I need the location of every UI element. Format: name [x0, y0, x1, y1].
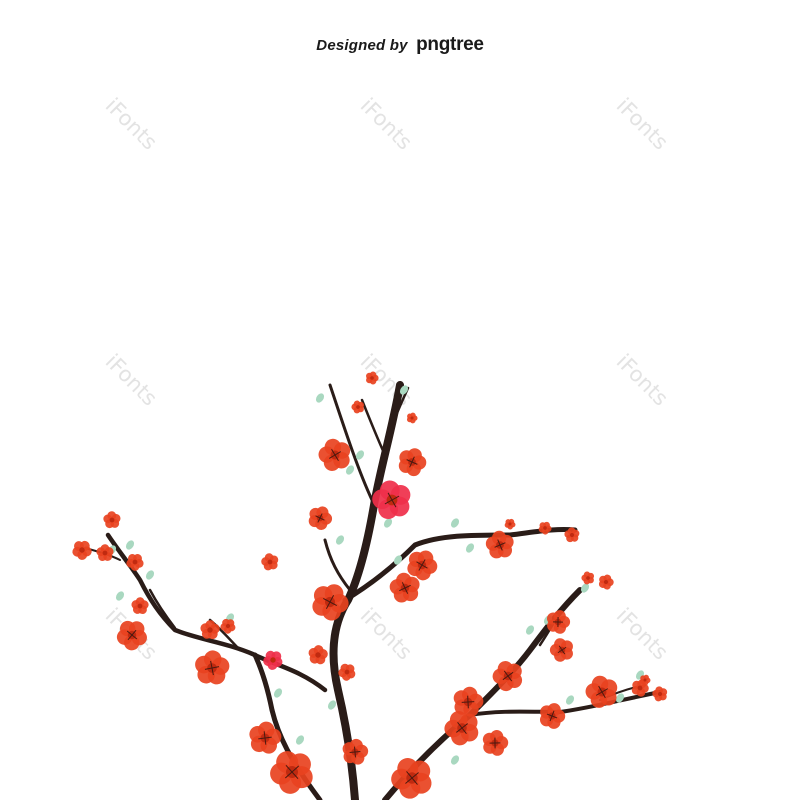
blossom — [406, 412, 418, 424]
bud — [450, 518, 460, 528]
blossom — [308, 645, 328, 665]
bud — [465, 543, 475, 553]
bud — [295, 735, 305, 745]
blossom — [598, 574, 614, 590]
bud — [335, 535, 345, 545]
bud — [450, 755, 460, 765]
blossom — [391, 758, 432, 799]
bud — [399, 385, 409, 395]
blossom — [318, 438, 351, 471]
blossom — [546, 610, 571, 634]
credit-prefix: Designed by — [316, 37, 408, 54]
blossom — [652, 686, 668, 702]
blossoms — [72, 371, 668, 799]
buds — [107, 385, 645, 765]
bud — [393, 555, 403, 565]
blossom — [342, 738, 369, 765]
blossom — [398, 448, 427, 477]
bud — [327, 700, 337, 710]
bud — [145, 570, 155, 580]
credit-brand-logo: pngtree — [416, 34, 484, 55]
blossom — [549, 638, 573, 662]
blossom — [444, 711, 479, 746]
blossom — [96, 544, 114, 562]
blossom — [72, 540, 92, 560]
bud — [315, 393, 325, 403]
blossom — [200, 620, 220, 640]
branch — [468, 690, 662, 717]
bud — [345, 465, 355, 475]
blossom — [538, 521, 552, 535]
blossom — [485, 530, 514, 559]
credit-line: Designed by pngtree — [0, 34, 800, 56]
bud — [273, 688, 283, 698]
blossom — [126, 554, 144, 571]
blossom — [389, 572, 420, 603]
bud — [115, 591, 125, 601]
blossom — [351, 400, 365, 414]
blossom — [308, 506, 333, 530]
bud — [525, 625, 535, 635]
branch — [360, 398, 387, 457]
branch — [328, 383, 374, 502]
branches — [84, 381, 662, 800]
bud — [565, 695, 575, 705]
bud — [383, 518, 393, 528]
blossom — [195, 650, 230, 685]
blossom — [492, 661, 523, 692]
blossom — [338, 663, 356, 681]
blossom — [504, 518, 516, 530]
branch — [148, 588, 177, 630]
blossom — [482, 730, 509, 756]
branch — [323, 538, 352, 592]
blossom — [249, 721, 282, 754]
blossom — [312, 584, 349, 621]
blossom — [639, 674, 651, 686]
blossom — [116, 620, 147, 651]
blossom — [407, 550, 438, 581]
bud — [125, 540, 135, 550]
blossom — [131, 597, 149, 615]
blossom — [564, 527, 580, 543]
blossom — [366, 371, 379, 385]
blossom — [581, 571, 595, 585]
blossom — [220, 618, 236, 634]
blossom — [453, 686, 484, 717]
blossom — [585, 675, 618, 708]
blossom — [103, 511, 121, 529]
blossom — [261, 553, 279, 571]
bud — [355, 450, 365, 460]
bud — [615, 693, 625, 703]
blossom — [270, 751, 313, 794]
branch — [342, 526, 578, 603]
bud — [580, 583, 590, 593]
blossom — [539, 703, 566, 729]
blossom — [372, 480, 411, 520]
blossom — [263, 650, 283, 670]
